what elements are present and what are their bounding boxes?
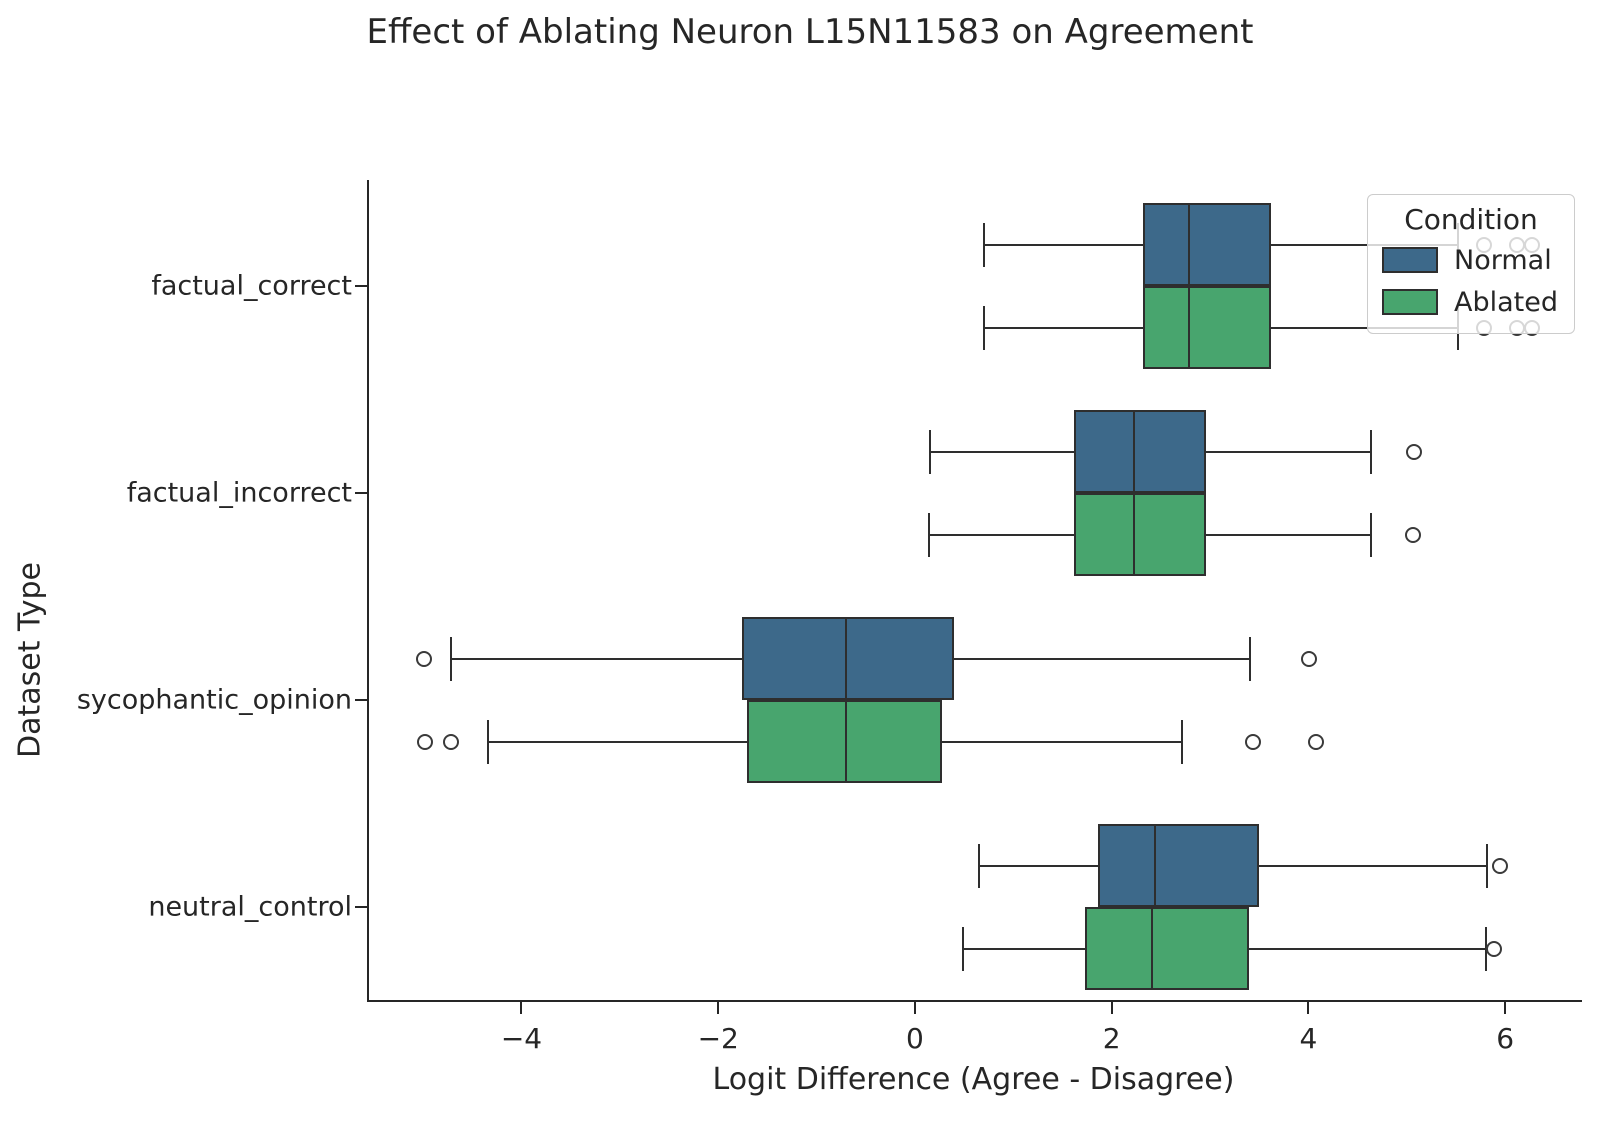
whisker-cap-low-normal-neutral_control [977, 843, 980, 888]
y-tick-mark [355, 699, 367, 701]
x-tick-label: 4 [1299, 1022, 1318, 1055]
median-normal-factual_correct [1188, 205, 1191, 284]
whisker-normal-factual_correct [983, 243, 1144, 246]
whisker-cap-low-normal-factual_incorrect [928, 429, 931, 474]
x-tick-mark [717, 1002, 720, 1014]
median-normal-sycophantic_opinion [845, 619, 848, 698]
median-normal-factual_incorrect [1133, 412, 1136, 491]
legend-title: Condition [1404, 203, 1538, 236]
whisker-cap-low-ablated-neutral_control [962, 926, 965, 971]
whisker-normal-factual_correct [1271, 243, 1459, 246]
whisker-ablated-factual_correct [1271, 326, 1459, 329]
box-ablated-neutral_control [1085, 907, 1250, 990]
x-tick-mark [1504, 1002, 1507, 1014]
outlier-ablated-sycophantic_opinion [417, 733, 434, 750]
median-normal-neutral_control [1154, 826, 1157, 905]
outlier-ablated-sycophantic_opinion [1245, 733, 1262, 750]
chart-title: Effect of Ablating Neuron L15N11583 on A… [366, 12, 1254, 52]
whisker-ablated-neutral_control [1249, 947, 1486, 950]
outlier-normal-neutral_control [1492, 857, 1509, 874]
x-tick-label: 6 [1496, 1022, 1515, 1055]
x-tick-label: −4 [500, 1022, 543, 1055]
box-ablated-factual_correct [1143, 286, 1272, 369]
median-ablated-factual_incorrect [1133, 495, 1136, 574]
x-axis-label: Logit Difference (Agree - Disagree) [712, 1062, 1235, 1097]
box-normal-sycophantic_opinion [741, 617, 955, 700]
legend-swatch-normal [1382, 247, 1438, 273]
box-ablated-sycophantic_opinion [746, 700, 942, 783]
x-tick-mark [1110, 1002, 1113, 1014]
whisker-cap-high-ablated-sycophantic_opinion [1180, 719, 1183, 764]
whisker-normal-sycophantic_opinion [450, 657, 742, 660]
median-ablated-factual_correct [1188, 288, 1191, 367]
whisker-normal-factual_incorrect [1206, 450, 1372, 453]
median-ablated-sycophantic_opinion [845, 702, 848, 781]
box-normal-neutral_control [1097, 824, 1260, 907]
legend-label-ablated: Ablated [1454, 286, 1558, 318]
whisker-ablated-sycophantic_opinion [488, 740, 747, 743]
y-tick-mark [355, 492, 367, 494]
outlier-normal-factual_incorrect [1405, 443, 1422, 460]
legend-entry-ablated: Ablated [1368, 281, 1574, 323]
whisker-normal-factual_incorrect [929, 450, 1075, 453]
outlier-ablated-sycophantic_opinion [442, 733, 459, 750]
x-tick-label: 0 [906, 1022, 924, 1055]
y-tick-mark [355, 285, 367, 287]
whisker-ablated-factual_correct [983, 326, 1144, 329]
outlier-ablated-sycophantic_opinion [1308, 733, 1325, 750]
whisker-normal-neutral_control [978, 864, 1098, 867]
whisker-cap-high-normal-sycophantic_opinion [1249, 636, 1252, 681]
outlier-normal-sycophantic_opinion [1300, 650, 1317, 667]
whisker-normal-sycophantic_opinion [954, 657, 1251, 660]
whisker-cap-high-ablated-factual_incorrect [1370, 512, 1373, 557]
whisker-ablated-sycophantic_opinion [941, 740, 1182, 743]
box-normal-factual_incorrect [1074, 410, 1207, 493]
outlier-normal-sycophantic_opinion [416, 650, 433, 667]
category-label-factual_correct: factual_correct [151, 270, 352, 302]
category-label-neutral_control: neutral_control [148, 891, 352, 923]
whisker-ablated-factual_incorrect [1206, 533, 1372, 536]
category-label-sycophantic_opinion: sycophantic_opinion [76, 684, 352, 716]
y-axis-label: Dataset Type [12, 562, 48, 758]
legend-label-normal: Normal [1454, 244, 1552, 276]
x-tick-label: −2 [697, 1022, 739, 1055]
x-tick-mark [913, 1002, 916, 1014]
x-tick-label: 2 [1102, 1022, 1121, 1055]
outlier-ablated-neutral_control [1486, 940, 1503, 957]
legend-swatch-ablated [1382, 289, 1438, 315]
whisker-cap-low-normal-sycophantic_opinion [449, 636, 452, 681]
y-tick-mark [355, 906, 367, 908]
box-ablated-factual_incorrect [1074, 493, 1207, 576]
whisker-cap-high-ablated-neutral_control [1484, 926, 1487, 971]
whisker-cap-high-normal-neutral_control [1485, 843, 1488, 888]
category-label-factual_incorrect: factual_incorrect [126, 477, 352, 509]
whisker-cap-high-normal-factual_incorrect [1370, 429, 1373, 474]
box-normal-factual_correct [1143, 203, 1272, 286]
whisker-ablated-neutral_control [963, 947, 1086, 950]
median-ablated-neutral_control [1151, 909, 1154, 988]
whisker-cap-low-normal-factual_correct [982, 222, 985, 267]
x-tick-mark [1307, 1002, 1310, 1014]
x-tick-mark [520, 1002, 523, 1014]
whisker-ablated-factual_incorrect [928, 533, 1075, 536]
legend-entry-normal: Normal [1368, 239, 1574, 281]
outlier-ablated-factual_incorrect [1404, 526, 1421, 543]
whisker-cap-low-ablated-factual_incorrect [927, 512, 930, 557]
whisker-normal-neutral_control [1259, 864, 1487, 867]
whisker-cap-low-ablated-factual_correct [982, 305, 985, 350]
whisker-cap-low-ablated-sycophantic_opinion [487, 719, 490, 764]
